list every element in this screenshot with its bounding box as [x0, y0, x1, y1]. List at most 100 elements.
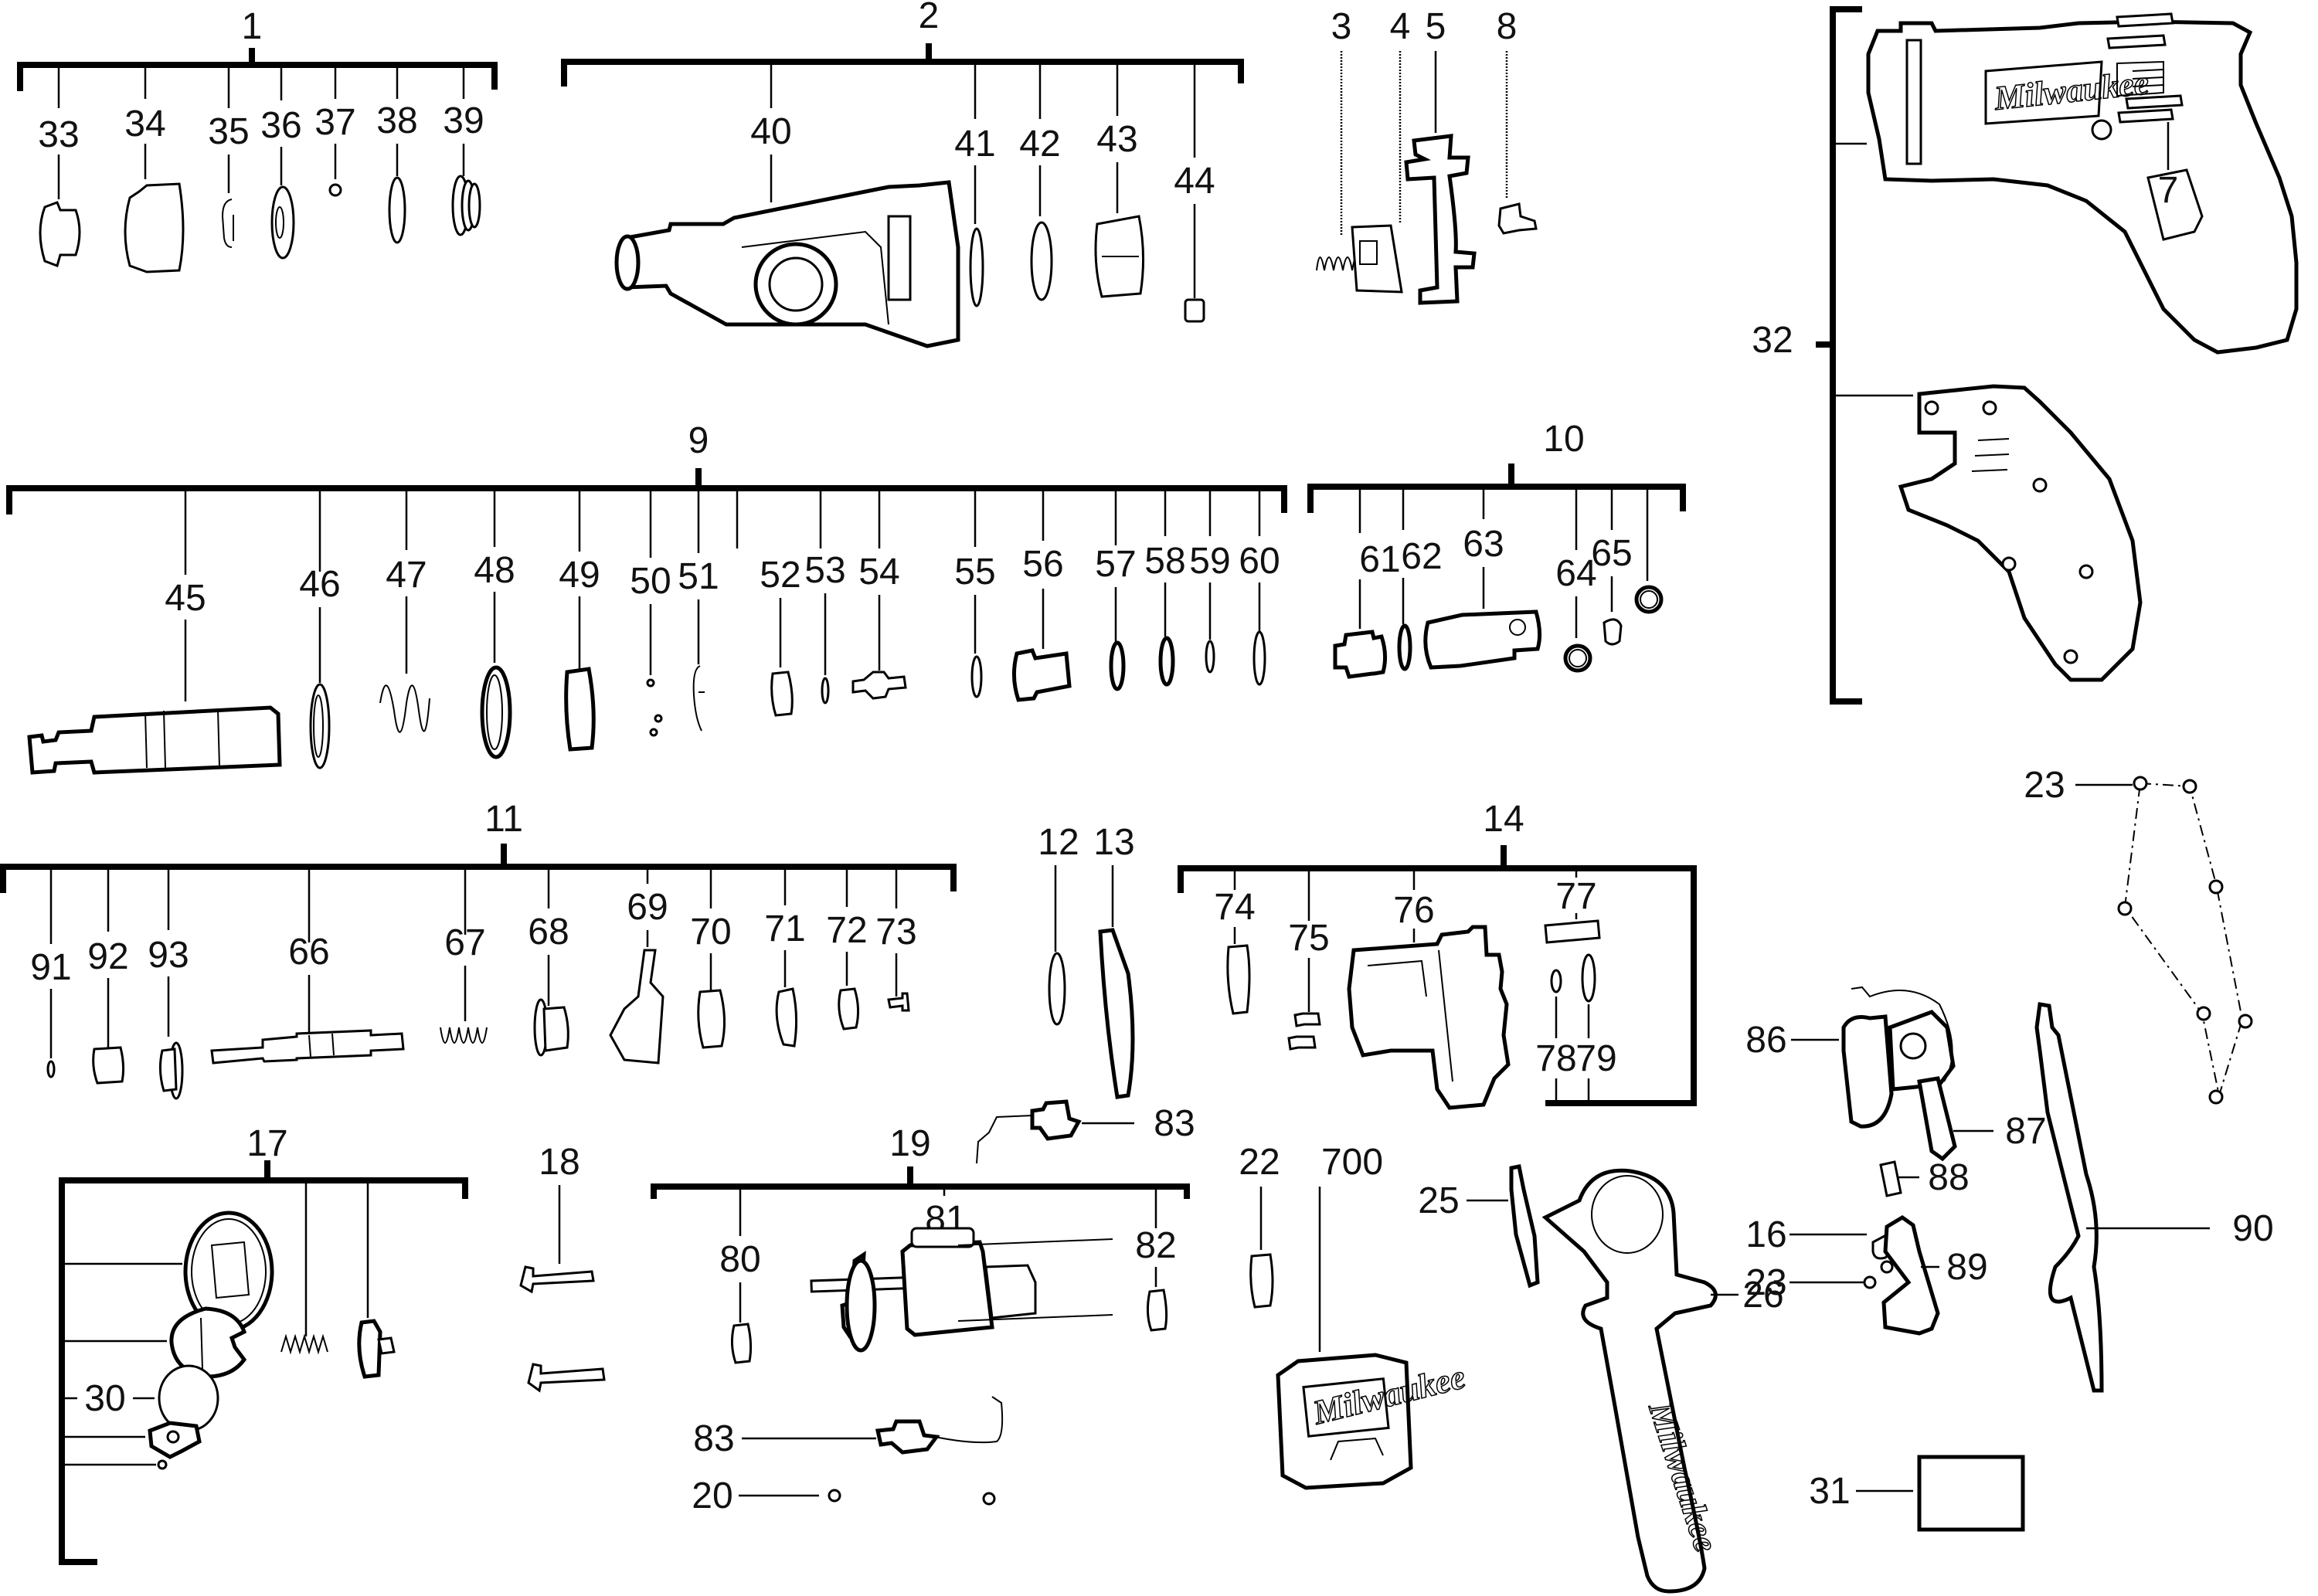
svg-text:5: 5: [1426, 6, 1446, 47]
part-54[interactable]: 54: [851, 488, 907, 700]
knob-detent[interactable]: [62, 1421, 202, 1459]
part-40[interactable]: 40: [614, 62, 960, 348]
part-55[interactable]: 55: [954, 488, 996, 698]
svg-text:53: 53: [804, 550, 845, 591]
part-56[interactable]: 56: [1012, 488, 1072, 702]
knob-cap[interactable]: [62, 1211, 274, 1333]
part-72[interactable]: 72: [826, 867, 868, 1031]
part-61[interactable]: 61: [1333, 487, 1401, 679]
part-69[interactable]: 69: [609, 867, 668, 1065]
part-23-screws[interactable]: 23: [2024, 765, 2253, 1105]
part-87[interactable]: 87: [1917, 1076, 2047, 1162]
svg-text:80: 80: [719, 1239, 760, 1280]
svg-text:67: 67: [444, 922, 485, 963]
part-51[interactable]: 51: [678, 488, 719, 732]
part-52[interactable]: 52: [736, 488, 801, 717]
part-22[interactable]: 22: [1239, 1142, 1280, 1309]
part-31[interactable]: 31: [1809, 1455, 2025, 1532]
part-68[interactable]: 68: [528, 867, 569, 1057]
part-70[interactable]: 70: [690, 867, 732, 1049]
knob-body[interactable]: [62, 1306, 247, 1379]
knob-spring[interactable]: [280, 1180, 328, 1355]
part-76[interactable]: 76: [1347, 868, 1511, 1110]
svg-text:59: 59: [1189, 541, 1230, 582]
part-81[interactable]: 81: [810, 1187, 1113, 1353]
part-57[interactable]: 57: [1095, 488, 1137, 691]
part-92[interactable]: 92: [87, 867, 129, 1085]
svg-text:33: 33: [38, 114, 79, 155]
part-66[interactable]: 66: [210, 867, 405, 1065]
part-90[interactable]: 90: [2034, 1002, 2274, 1393]
part-47[interactable]: 47: [379, 488, 430, 733]
part-16[interactable]: 16: [1745, 1214, 1907, 1260]
part-42[interactable]: 42: [1019, 62, 1061, 301]
knob-latch[interactable]: [357, 1180, 396, 1379]
part-91[interactable]: 91: [30, 867, 72, 1078]
part-63[interactable]: 63: [1423, 487, 1542, 670]
part-35[interactable]: 35: [208, 65, 250, 248]
part-4[interactable]: 4: [1351, 6, 1411, 294]
part-53[interactable]: 53: [804, 488, 846, 705]
part-34[interactable]: 34: [124, 65, 185, 273]
part-7[interactable]: 7: [2106, 12, 2184, 211]
part-3[interactable]: 3: [1316, 6, 1361, 271]
part-74[interactable]: 74: [1214, 868, 1256, 1015]
housing-right-half[interactable]: Milwaukee: [1866, 19, 2299, 355]
part-33[interactable]: 33: [38, 65, 81, 267]
part-37[interactable]: 37: [314, 65, 356, 197]
part-65[interactable]: 65: [1591, 487, 1633, 646]
part-59[interactable]: 59: [1189, 488, 1231, 674]
assembly-label-1: 1: [242, 6, 263, 47]
part-83-lower[interactable]: 83: [693, 1396, 1004, 1459]
part-43[interactable]: 43: [1094, 62, 1145, 298]
part-20[interactable]: 20: [692, 1475, 996, 1516]
part-18[interactable]: 18: [519, 1142, 606, 1393]
part-89[interactable]: 89: [1881, 1215, 1988, 1336]
part-25[interactable]: 25: [1418, 1164, 1540, 1289]
assembly-label-10: 10: [1543, 419, 1584, 460]
part-36[interactable]: 36: [260, 65, 302, 260]
part-39[interactable]: 39: [443, 65, 484, 236]
part-8[interactable]: 8: [1497, 6, 1538, 235]
part-65b[interactable]: [1634, 487, 1664, 614]
part-50[interactable]: 50: [630, 488, 671, 737]
part-12[interactable]: 12: [1038, 822, 1079, 1026]
part-64[interactable]: 64: [1555, 487, 1597, 673]
part-67[interactable]: 67: [440, 867, 488, 1044]
part-73[interactable]: 73: [875, 867, 917, 1012]
svg-text:4: 4: [1390, 6, 1411, 47]
svg-text:20: 20: [692, 1475, 732, 1516]
part-58[interactable]: 58: [1144, 488, 1186, 687]
svg-text:88: 88: [1928, 1157, 1969, 1198]
part-45[interactable]: 45: [27, 488, 282, 775]
svg-text:78: 78: [1535, 1038, 1576, 1079]
part-83-upper[interactable]: 83: [976, 1099, 1195, 1164]
part-86[interactable]: 86: [1745, 986, 1956, 1129]
svg-text:71: 71: [764, 908, 805, 949]
part-5[interactable]: 5: [1404, 6, 1477, 305]
part-48[interactable]: 48: [474, 488, 515, 759]
part-60[interactable]: 60: [1239, 488, 1280, 686]
part-79[interactable]: 79: [1575, 953, 1617, 1103]
part-80[interactable]: 80: [719, 1187, 761, 1364]
part-78[interactable]: 78: [1535, 969, 1577, 1103]
part-13[interactable]: 13: [1093, 822, 1135, 1099]
part-46[interactable]: 46: [299, 488, 341, 769]
knob-screw[interactable]: [62, 1459, 168, 1470]
part-77[interactable]: 77: [1544, 868, 1601, 944]
part-38[interactable]: 38: [376, 65, 418, 244]
part-71[interactable]: 71: [764, 867, 806, 1048]
housing-left-half[interactable]: [1898, 384, 2143, 682]
part-30[interactable]: 30: [62, 1364, 219, 1432]
part-75[interactable]: 75: [1287, 868, 1330, 1051]
part-82[interactable]: 82: [1135, 1187, 1177, 1332]
part-49[interactable]: 49: [559, 488, 600, 752]
part-88[interactable]: 88: [1879, 1157, 1970, 1198]
part-41[interactable]: 41: [954, 62, 996, 307]
part-62[interactable]: 62: [1397, 487, 1443, 671]
part-93[interactable]: 93: [148, 867, 189, 1100]
part-44[interactable]: 44: [1174, 62, 1215, 323]
svg-text:62: 62: [1401, 536, 1442, 577]
svg-text:23: 23: [1745, 1262, 1786, 1303]
part-23-pins[interactable]: 23: [1745, 1260, 1894, 1303]
